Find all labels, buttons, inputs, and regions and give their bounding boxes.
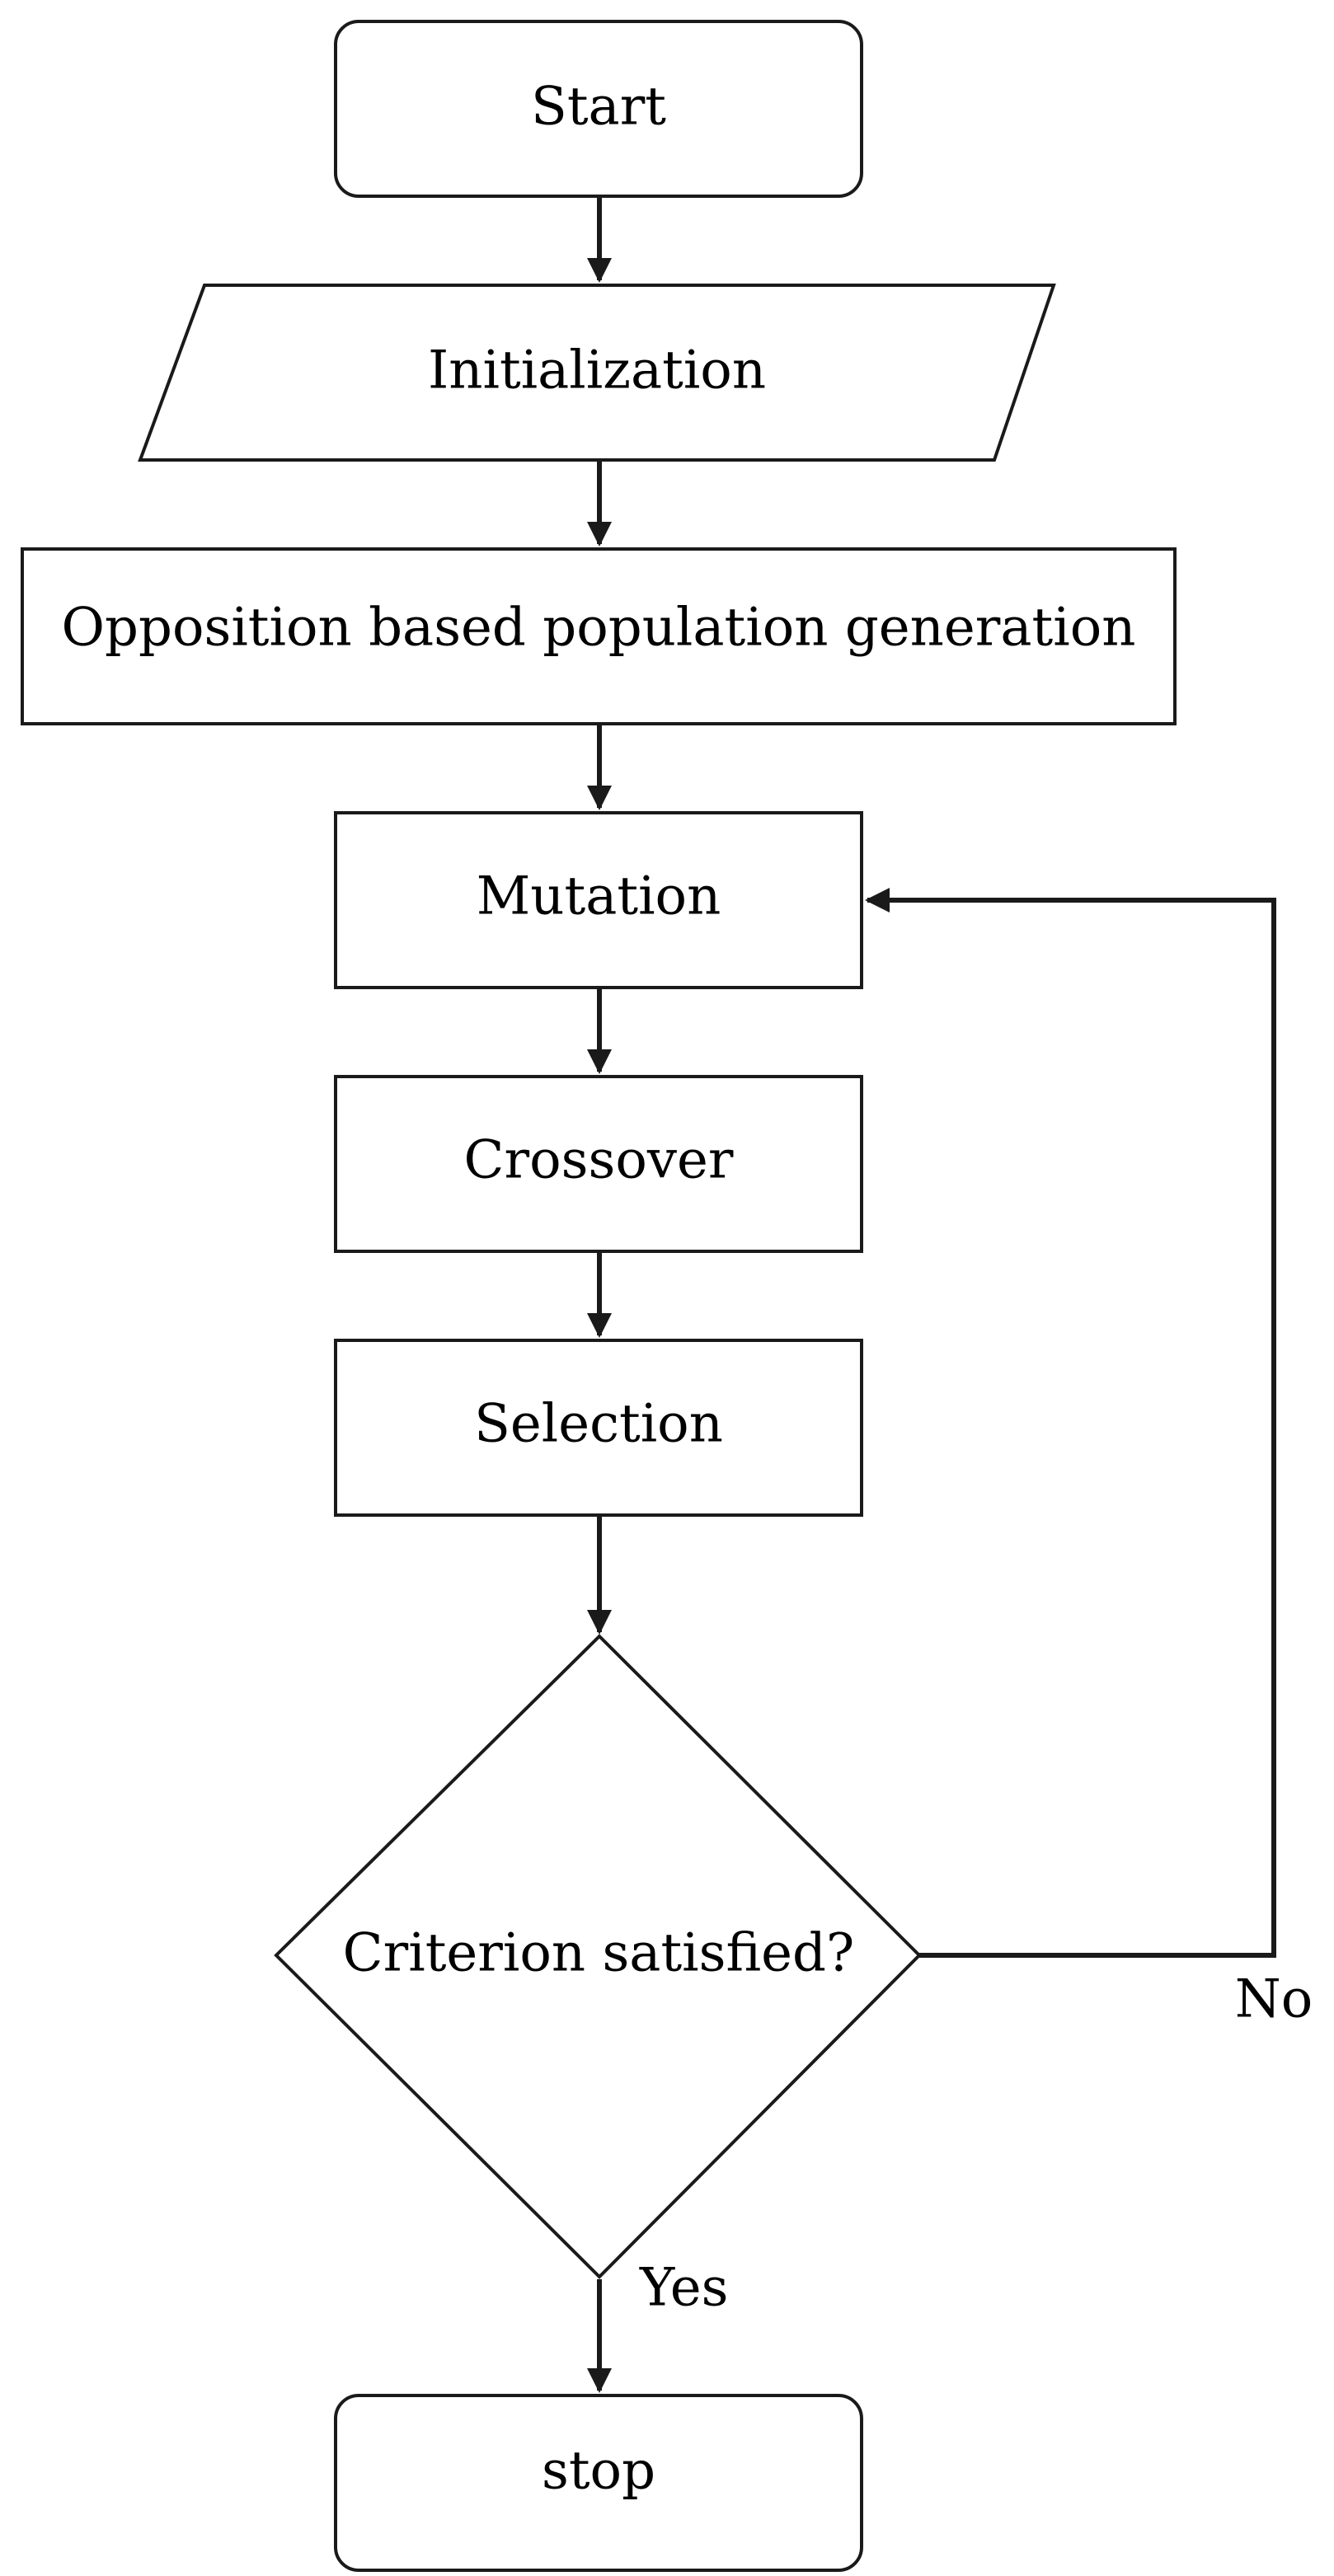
start-node-label: Start [531, 77, 666, 138]
initialization-node-label: Initialization [428, 340, 766, 401]
mutation-node-label: Mutation [477, 866, 721, 927]
crossover-node: Crossover [334, 1075, 863, 1253]
criterion-decision-label: Criterion satisfied? [343, 1923, 855, 1984]
arrow-criterion-to-mutation-loop [865, 888, 1276, 1958]
criterion-decision-node: Criterion satisfied? [274, 1634, 922, 2279]
mutation-node: Mutation [334, 811, 863, 989]
selection-node: Selection [334, 1339, 863, 1517]
opposition-node: Opposition based population generation [21, 547, 1177, 725]
start-node: Start [334, 20, 863, 198]
yes-edge-label: Yes [639, 2258, 728, 2319]
crossover-node-label: Crossover [464, 1130, 734, 1191]
selection-node-label: Selection [474, 1394, 723, 1455]
stop-node-label: stop [542, 2441, 655, 2502]
no-edge-label: No [1235, 1969, 1313, 2030]
stop-node: stop [334, 2394, 863, 2572]
opposition-node-label: Opposition based population generation [62, 598, 1136, 659]
initialization-node: Initialization [138, 284, 1056, 462]
